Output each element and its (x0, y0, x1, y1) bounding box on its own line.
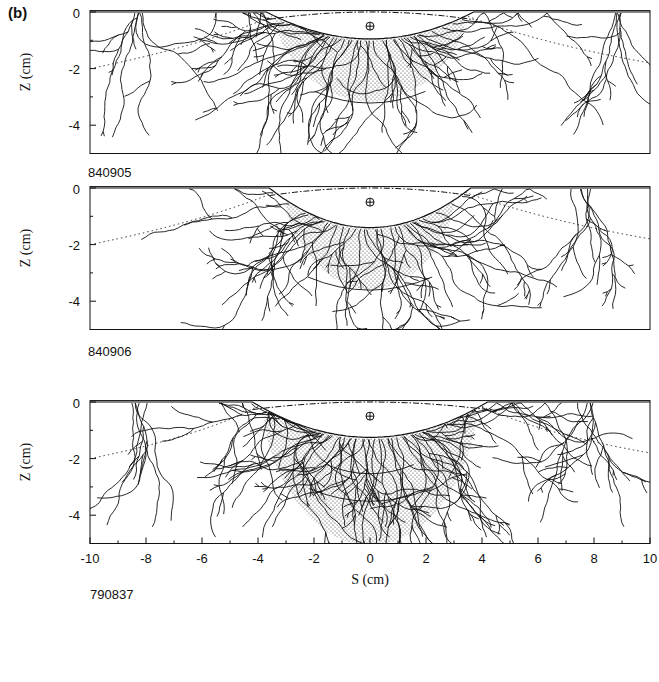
dotted-envelope (90, 406, 258, 458)
tick-label: -8 (140, 552, 152, 565)
tick-label: 0 (366, 552, 373, 565)
impact-marker-cross (366, 412, 374, 420)
panel-inner (90, 188, 650, 330)
tick-label: -4 (252, 552, 264, 565)
crack-lines (90, 403, 650, 544)
impact-marker-cross (366, 22, 374, 30)
surface-profile (90, 402, 650, 437)
panel-frame (90, 11, 650, 154)
panel-frame (90, 401, 650, 544)
tick-label: 0 (73, 7, 80, 20)
impact-marker (366, 198, 374, 206)
panel-group (86, 401, 659, 595)
original-surface (269, 188, 471, 196)
axis-title: Z (cm) (19, 53, 33, 91)
dotted-envelope (90, 192, 275, 244)
impact-marker (366, 22, 374, 30)
tick-label: -2 (68, 452, 80, 465)
axis-title: S (cm) (351, 573, 389, 587)
tick-label: -4 (68, 509, 80, 522)
tick-label: 4 (478, 552, 485, 565)
original-surface (266, 12, 473, 20)
tick-label: -4 (68, 295, 80, 308)
tick-label: 2 (422, 552, 429, 565)
crack-lines (141, 189, 634, 330)
panel-group (90, 187, 650, 391)
tick-label: -2 (68, 62, 80, 75)
tick-label: -2 (68, 238, 80, 251)
tick-label: -10 (81, 552, 100, 565)
arc-crack (326, 465, 413, 474)
dotted-envelope (90, 16, 272, 68)
original-surface (252, 402, 487, 410)
axis-ticks (90, 188, 96, 301)
panel-id: 840905 (88, 166, 131, 179)
surface-profile (90, 12, 650, 39)
axis-ticks (90, 402, 650, 544)
arc-crack (310, 489, 431, 502)
tick-label: 0 (73, 183, 80, 196)
axis-ticks (90, 12, 96, 125)
arc-crack (315, 91, 426, 103)
tick-label: 8 (590, 552, 597, 565)
tick-label: -2 (308, 552, 320, 565)
tick-label: -6 (196, 552, 208, 565)
panel-group (75, 11, 659, 186)
panel-inner (90, 12, 650, 154)
panel-inner (90, 402, 650, 544)
tick-label: 0 (73, 397, 80, 410)
tick-label: 6 (534, 552, 541, 565)
dotted-envelope (482, 406, 650, 453)
impact-marker (366, 412, 374, 420)
panel-id: 790837 (90, 588, 133, 601)
panel-id: 840906 (88, 345, 131, 358)
axis-title: Z (cm) (19, 229, 33, 267)
crack-lines (90, 13, 650, 154)
panel-letter: (b) (8, 5, 27, 20)
tick-label: -4 (68, 119, 80, 132)
tick-label: 10 (643, 552, 657, 565)
impact-marker-cross (366, 198, 374, 206)
surface-profile (90, 188, 650, 228)
axis-title: Z (cm) (19, 443, 33, 481)
panel-frame (90, 187, 650, 330)
arc-crack (308, 277, 432, 290)
